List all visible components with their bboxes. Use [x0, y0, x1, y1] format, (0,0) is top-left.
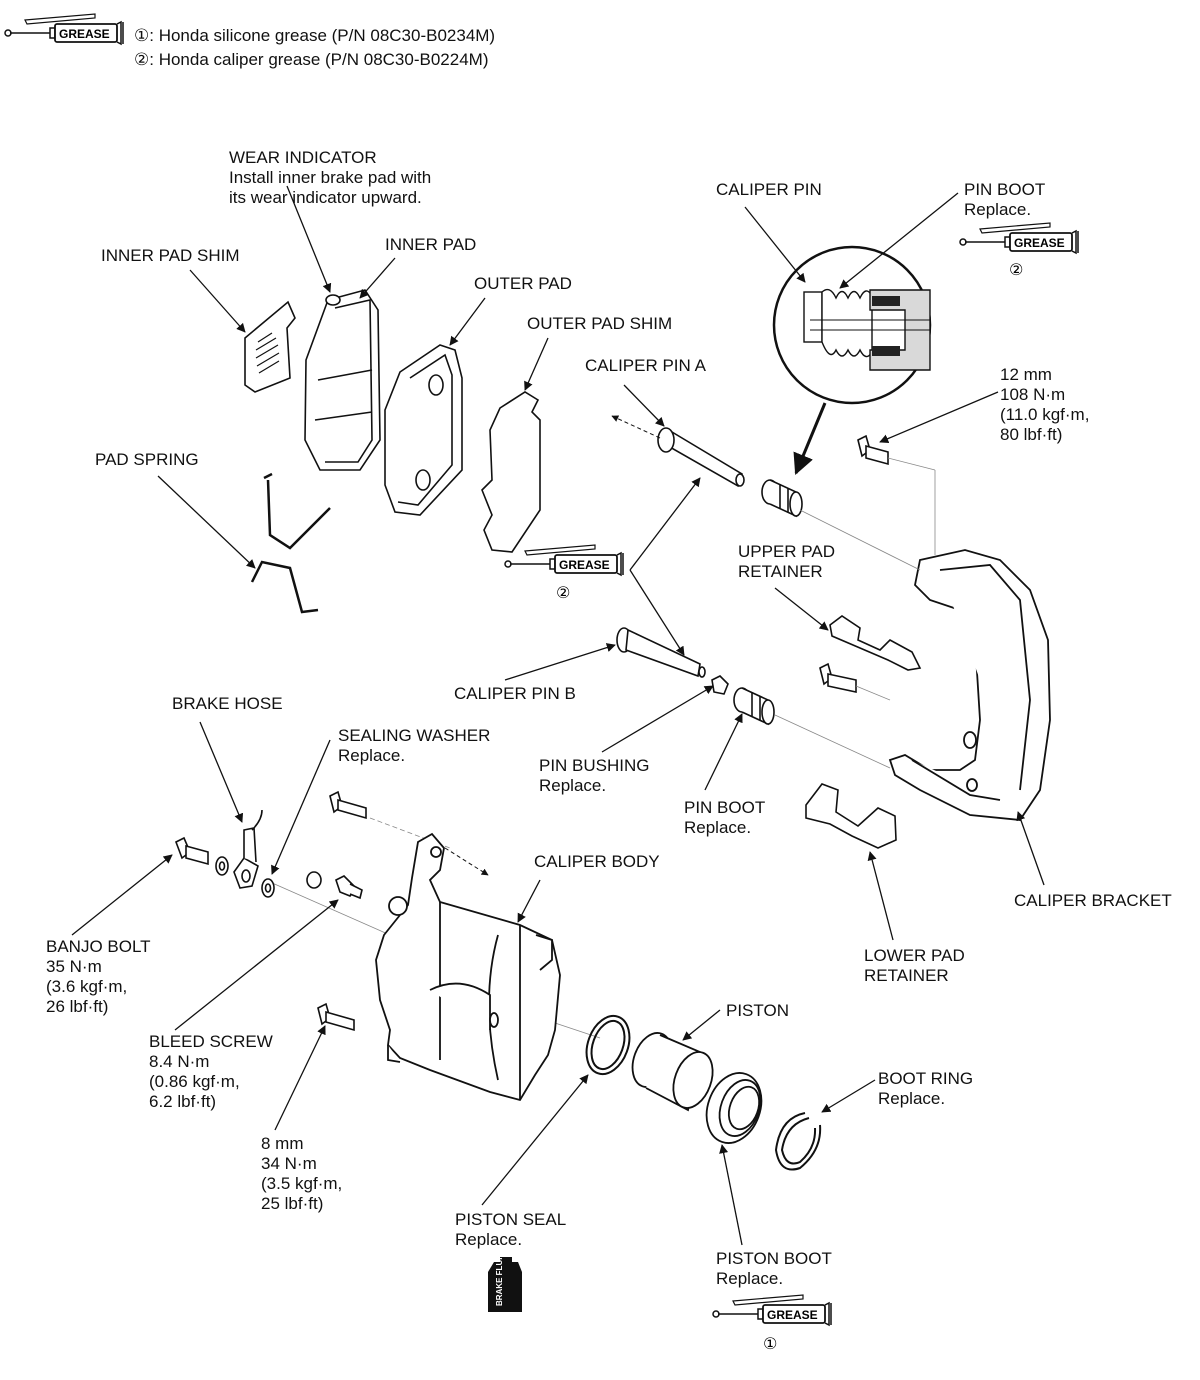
banjo-bolt	[174, 836, 209, 866]
lower-pad-retainer	[805, 783, 897, 849]
pin-boot-detail-zoom	[772, 245, 932, 405]
label-caliper-bolt: 8 mm 34 N·m (3.5 kgf·m, 25 lbf·ft)	[261, 1134, 343, 1213]
label-outer-pad-shim: OUTER PAD SHIM	[527, 314, 673, 333]
label-caliper-pin-a: CALIPER PIN A	[585, 356, 706, 375]
label-pin-bushing: PIN BUSHING Replace.	[539, 756, 650, 795]
label-inner-pad: INNER PAD	[385, 235, 477, 254]
brake-hose-fitting	[233, 809, 263, 889]
brake-fluid-icon: BRAKE FLUID	[488, 1252, 522, 1312]
label-pad-spring: PAD SPRING	[95, 450, 199, 469]
sealing-washer-left	[215, 856, 229, 876]
pin-boot-top	[761, 479, 803, 518]
piston-seal	[585, 1014, 631, 1076]
pin-bushing	[711, 675, 729, 695]
grease-tube-label: GREASE	[1014, 236, 1065, 250]
piston-boot-grease-icon: GREASE	[712, 1294, 832, 1326]
label-caliper-pin: CALIPER PIN	[716, 180, 822, 199]
sealing-washer-right	[261, 878, 275, 898]
label-banjo-bolt: BANJO BOLT 35 N·m (3.6 kgf·m, 26 lbf·ft)	[46, 937, 151, 1016]
legend-item-silicone: ①: Honda silicone grease (P/N 08C30-B023…	[134, 26, 495, 46]
label-piston-boot: PISTON BOOT Replace.	[716, 1249, 832, 1288]
label-bracket-bolt: 12 mm 108 N·m (11.0 kgf·m, 80 lbf·ft)	[1000, 365, 1090, 444]
caliper-bracket	[888, 549, 1051, 821]
label-caliper-bracket: CALIPER BRACKET	[1014, 891, 1172, 910]
label-caliper-body: CALIPER BODY	[534, 852, 660, 871]
piston	[631, 1032, 714, 1112]
upper-pad-retainer	[829, 615, 922, 671]
label-pin-boot-bottom: PIN BOOT Replace.	[684, 798, 766, 837]
caliper-pin-b	[616, 627, 706, 678]
legend-grease-icon: GREASE	[4, 13, 124, 45]
caliper-bolt-lower	[317, 1002, 355, 1032]
grease-tube-label: GREASE	[767, 1308, 818, 1322]
label-wear-indicator: WEAR INDICATOR Install inner brake pad w…	[229, 148, 432, 207]
pin-boot-grease-icon: GREASE	[959, 222, 1079, 254]
label-boot-ring: BOOT RING Replace.	[878, 1069, 974, 1108]
legend-item-caliper: ②: Honda caliper grease (P/N 08C30-B0224…	[134, 50, 495, 70]
label-caliper-pin-b: CALIPER PIN B	[454, 684, 576, 703]
legend-text: : Honda silicone grease (P/N 08C30-B0234…	[149, 26, 496, 45]
label-inner-pad-shim: INNER PAD SHIM	[101, 246, 240, 265]
caliper-pin-a	[657, 427, 745, 488]
legend: ①: Honda silicone grease (P/N 08C30-B023…	[134, 26, 495, 70]
caliper-bolt-upper	[329, 790, 367, 820]
piston-boot-grease-marker: ①	[763, 1334, 777, 1353]
label-lower-pad-retainer: LOWER PAD RETAINER	[864, 946, 965, 985]
legend-marker: ②	[134, 50, 150, 70]
bracket-bolt-bottom	[819, 662, 857, 693]
grease-tube-label: GREASE	[559, 558, 610, 572]
piston-boot	[705, 1072, 763, 1144]
label-sealing-washer: SEALING WASHER Replace.	[338, 726, 491, 765]
legend-marker: ①	[134, 26, 150, 46]
label-outer-pad: OUTER PAD	[474, 274, 572, 293]
pad-spring	[250, 472, 331, 614]
label-piston: PISTON	[726, 1001, 789, 1020]
inner-pad-shim	[244, 300, 296, 393]
bracket-bolt-top	[857, 434, 889, 466]
bleed-screw	[306, 871, 363, 900]
label-brake-hose: BRAKE HOSE	[172, 694, 283, 713]
pin-boot-bottom	[733, 687, 775, 726]
legend-text: : Honda caliper grease (P/N 08C30-B0224M…	[149, 50, 489, 69]
caliper-pins-grease-marker: ②	[556, 583, 570, 602]
caliper-body	[375, 832, 561, 1102]
caliper-pins-grease-icon: GREASE	[504, 544, 624, 576]
label-pin-boot-top: PIN BOOT Replace.	[964, 180, 1046, 219]
label-bleed-screw: BLEED SCREW 8.4 N·m (0.86 kgf·m, 6.2 lbf…	[149, 1032, 273, 1111]
boot-ring	[774, 1112, 822, 1171]
leader-lines	[71, 185, 1045, 1246]
label-piston-seal: PISTON SEAL Replace.	[455, 1210, 567, 1249]
pin-boot-grease-marker: ②	[1009, 260, 1023, 279]
grease-tube-label: GREASE	[59, 27, 110, 41]
outer-pad	[384, 344, 463, 516]
label-upper-pad-retainer: UPPER PAD RETAINER	[738, 542, 835, 581]
inner-pad	[304, 289, 381, 471]
outer-pad-shim	[481, 391, 541, 553]
brake-fluid-text: BRAKE FLUID	[495, 1252, 504, 1306]
